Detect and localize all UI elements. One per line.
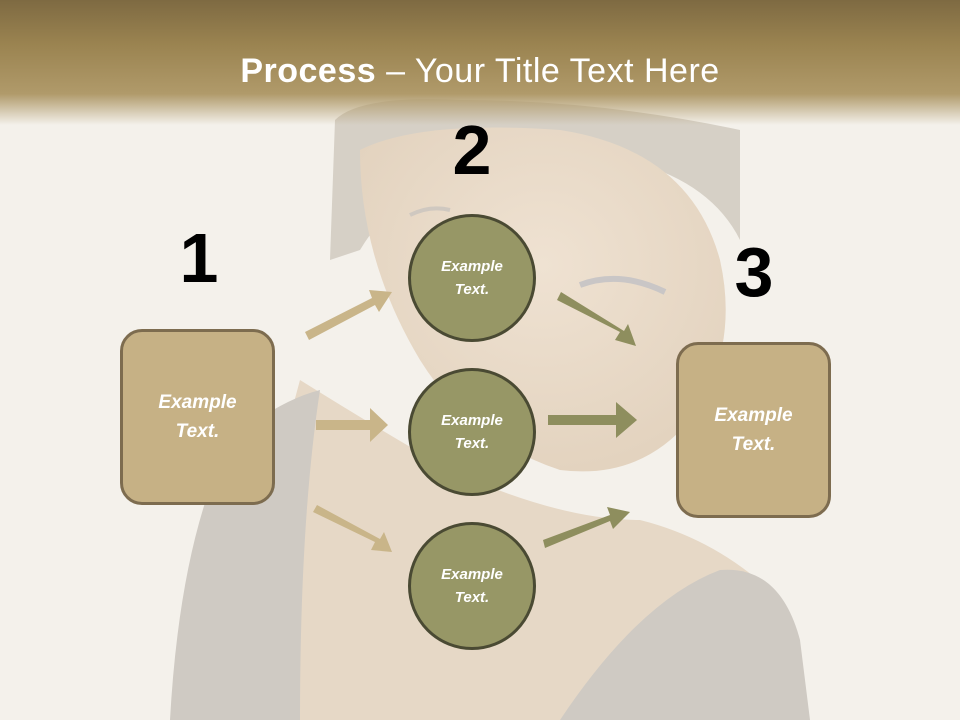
circle-middle: Example Text. (408, 368, 536, 496)
circle-top: Example Text. (408, 214, 536, 342)
left-box: Example Text. (120, 329, 275, 505)
circle-bottom: Example Text. (408, 522, 536, 650)
slide-title: Process – Your Title Text Here (0, 52, 960, 91)
arrow-top-to-right (557, 292, 636, 346)
step-number-2: 2 (452, 111, 492, 189)
step-number-3: 3 (734, 233, 774, 311)
right-box-text: Example Text. (714, 405, 793, 455)
arrow-bottom-to-right (543, 507, 630, 548)
title-band (0, 0, 960, 125)
title-bold: Process (240, 52, 377, 90)
circle-middle-text: Example Text. (441, 412, 503, 452)
arrow-left-to-middle (316, 408, 388, 442)
circle-bottom-text: Example Text. (441, 566, 503, 606)
right-box: Example Text. (676, 342, 831, 518)
left-box-text: Example Text. (158, 392, 237, 442)
arrow-middle-to-right (548, 402, 637, 438)
step-number-1: 1 (179, 219, 219, 297)
arrow-left-to-top (305, 290, 392, 340)
arrow-left-to-bottom (313, 505, 392, 552)
title-rest: – Your Title Text Here (376, 52, 720, 90)
circle-top-text: Example Text. (441, 258, 503, 298)
